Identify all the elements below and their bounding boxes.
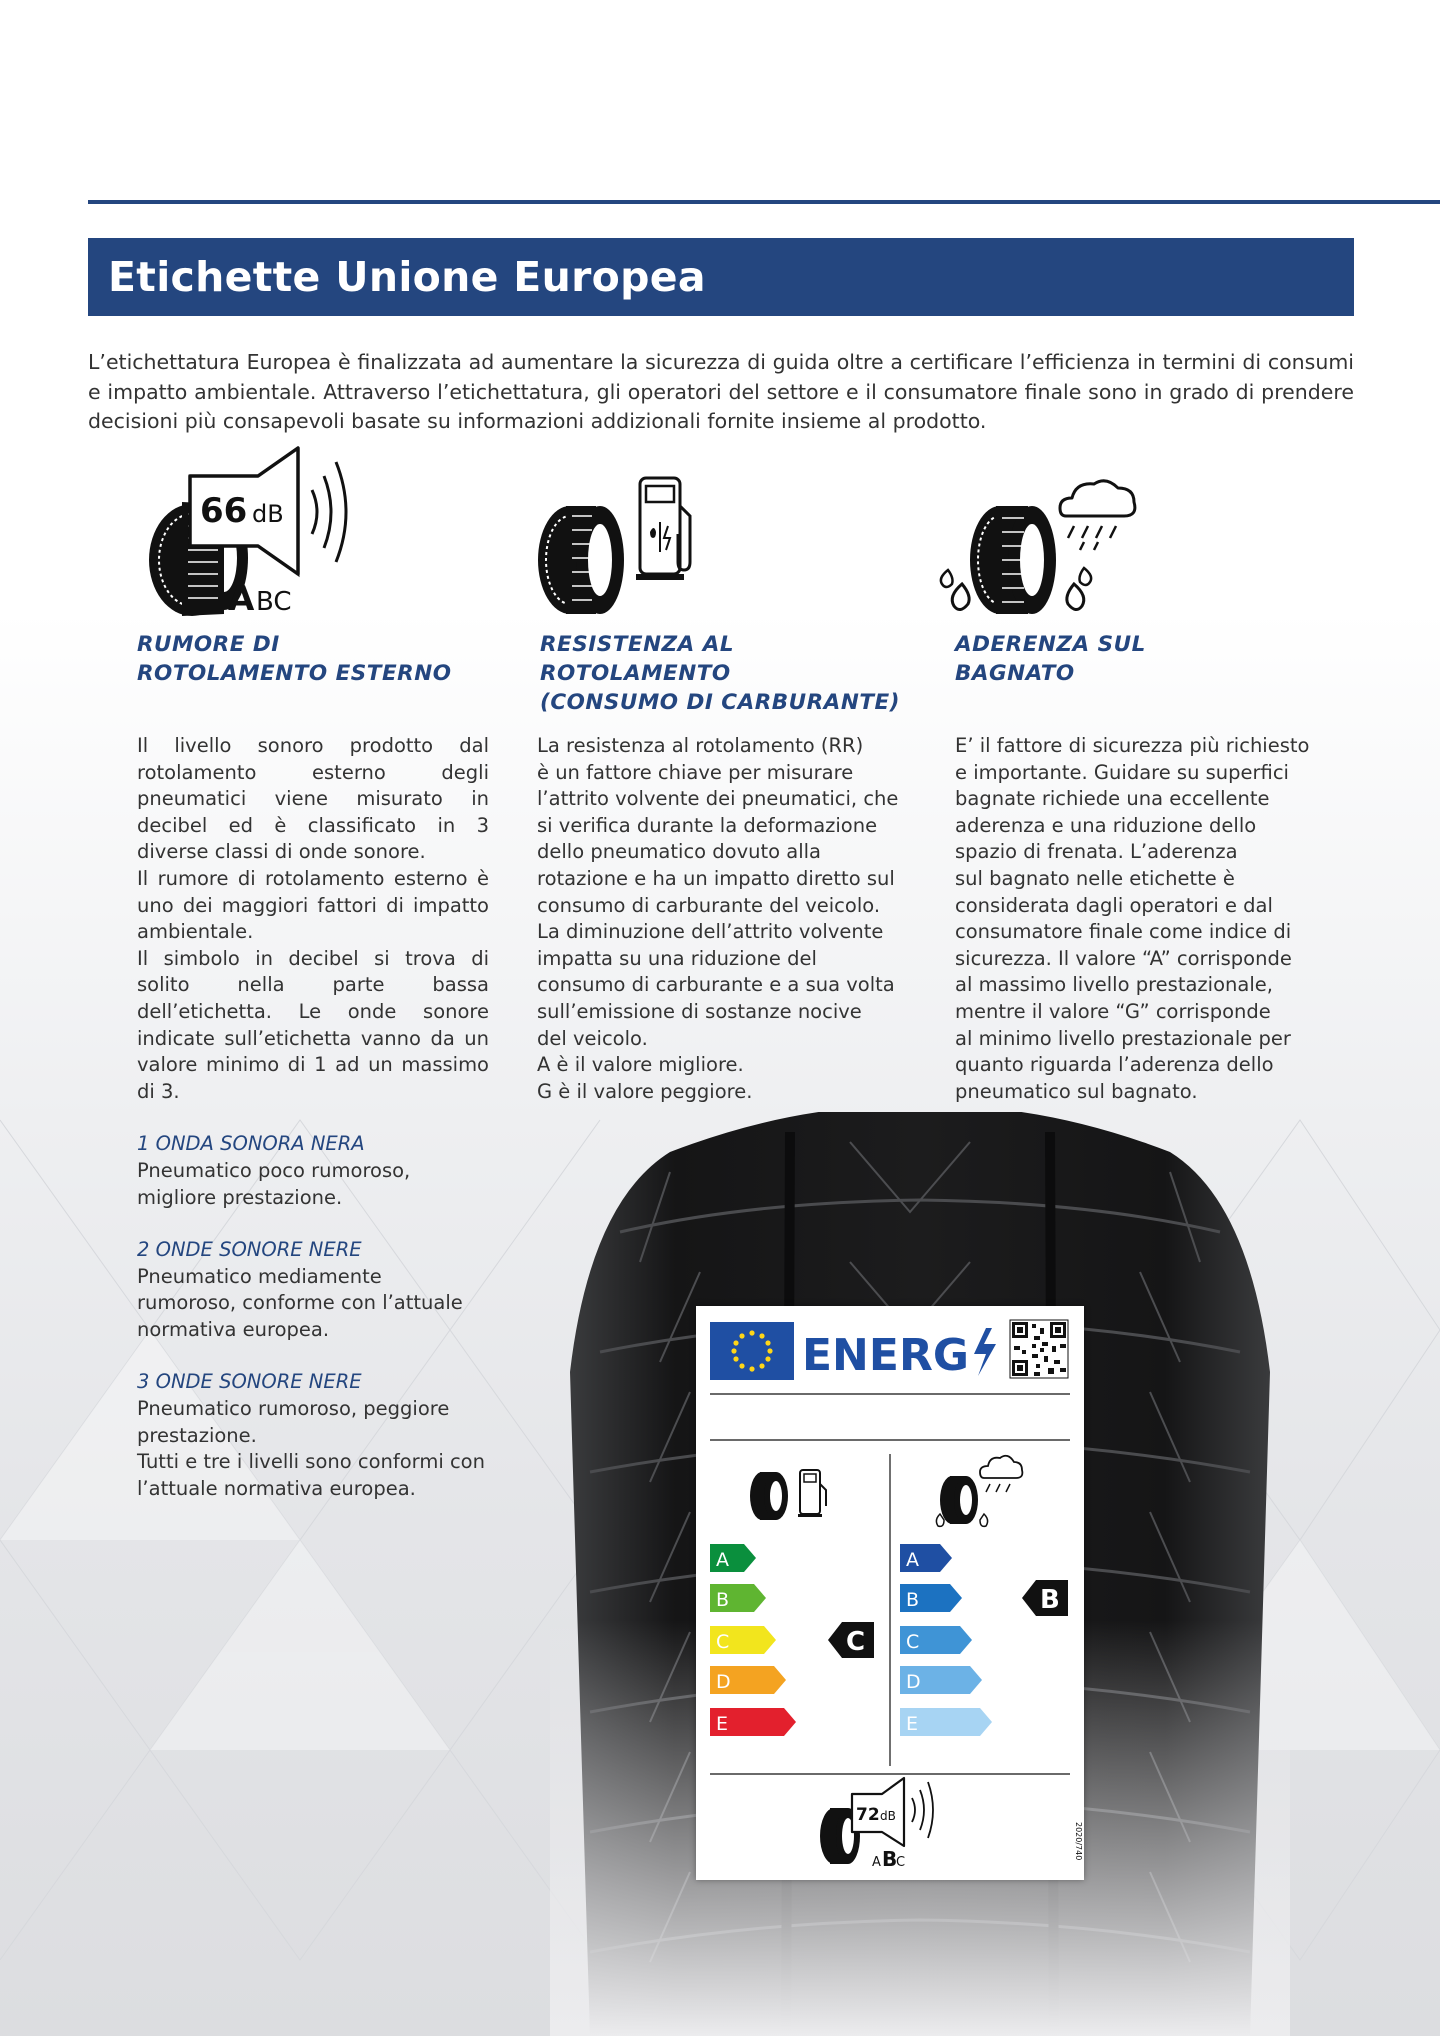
tyre-rain-cloud-icon (939, 479, 1137, 614)
wet-class-arrow (900, 1626, 972, 1654)
wet-class-scale: A B C D E (900, 1544, 992, 1736)
wet-description: E’ il fattore di sicurezza più richiesto… (955, 734, 1310, 1103)
wet-class-letter: D (906, 1671, 921, 1693)
wet-class-letter: B (906, 1589, 919, 1611)
eu-tyre-label-graphic: ENERG 2020/740 (710, 1319, 1083, 1871)
wet-class-letter: E (906, 1713, 918, 1735)
noise-level-1-title: 1 ONDA SONORA NERA (137, 1132, 365, 1156)
svg-text:BC: BC (256, 587, 292, 617)
fuel-rating-marker (828, 1622, 874, 1658)
fuel-class-letter: E (716, 1713, 728, 1735)
svg-text:B: B (882, 1847, 897, 1871)
fuel-class-arrow (710, 1544, 756, 1572)
fuel-description: La resistenza al rotolamento (RR)è un fa… (537, 734, 899, 1103)
noise-icon-db-value: 66 (200, 491, 247, 531)
page-title: Etichette Unione Europea (108, 253, 706, 301)
noise-level-2-title: 2 ONDE SONORE NERE (137, 1238, 362, 1262)
svg-text:A: A (872, 1855, 881, 1870)
svg-text:C: C (896, 1855, 905, 1870)
label-noise-icon (820, 1776, 934, 1864)
fuel-class-letter: B (716, 1589, 729, 1611)
intro-paragraph: L’etichettatura Europea è finalizzata ad… (88, 350, 1354, 433)
label-wet-icon (935, 1454, 1024, 1528)
eu-flag-icon (710, 1322, 794, 1380)
noise-db-value: 72 (856, 1805, 880, 1825)
tyre-noise-icon: 66 dB A BC (149, 446, 348, 618)
fuel-class-scale: A B C D E (710, 1544, 796, 1736)
energy-label-title: ENERG (802, 1330, 969, 1381)
qr-code-icon (1009, 1319, 1069, 1379)
fuel-class-letter: A (716, 1549, 729, 1571)
fuel-class-arrow (710, 1666, 786, 1694)
noise-description: Il livello sonoro prodotto dal rotolamen… (137, 734, 489, 1500)
wet-rating-value: B (1040, 1585, 1060, 1615)
wet-class-letter: A (906, 1549, 919, 1571)
svg-text:dB: dB (880, 1809, 896, 1823)
svg-text:dB: dB (252, 500, 284, 528)
fuel-class-arrow (710, 1584, 766, 1612)
label-fuel-icon (750, 1469, 827, 1520)
tyre-fuel-pump-icon (538, 476, 692, 614)
eu-tyre-label: ENERG 2020/740 (696, 1306, 1084, 1880)
svg-text:2020/740: 2020/740 (1074, 1822, 1083, 1860)
wet-class-arrow (900, 1708, 992, 1736)
wet-rating-marker (1022, 1580, 1068, 1616)
lightning-icon (974, 1328, 996, 1376)
svg-text:A: A (228, 579, 255, 618)
fuel-class-letter: D (716, 1671, 731, 1693)
noise-level-3-title: 3 ONDE SONORE NERE (137, 1370, 362, 1394)
fuel-class-arrow (710, 1708, 796, 1736)
wet-class-arrow (900, 1544, 952, 1572)
fuel-rating-value: C (846, 1627, 865, 1657)
fuel-class-letter: C (716, 1631, 729, 1653)
wet-class-letter: C (906, 1631, 919, 1653)
title-bar: Etichette Unione Europea (88, 238, 1354, 316)
wet-class-arrow (900, 1666, 982, 1694)
header-rule (88, 200, 1440, 204)
fuel-class-arrow (710, 1626, 776, 1654)
wet-class-arrow (900, 1584, 962, 1612)
